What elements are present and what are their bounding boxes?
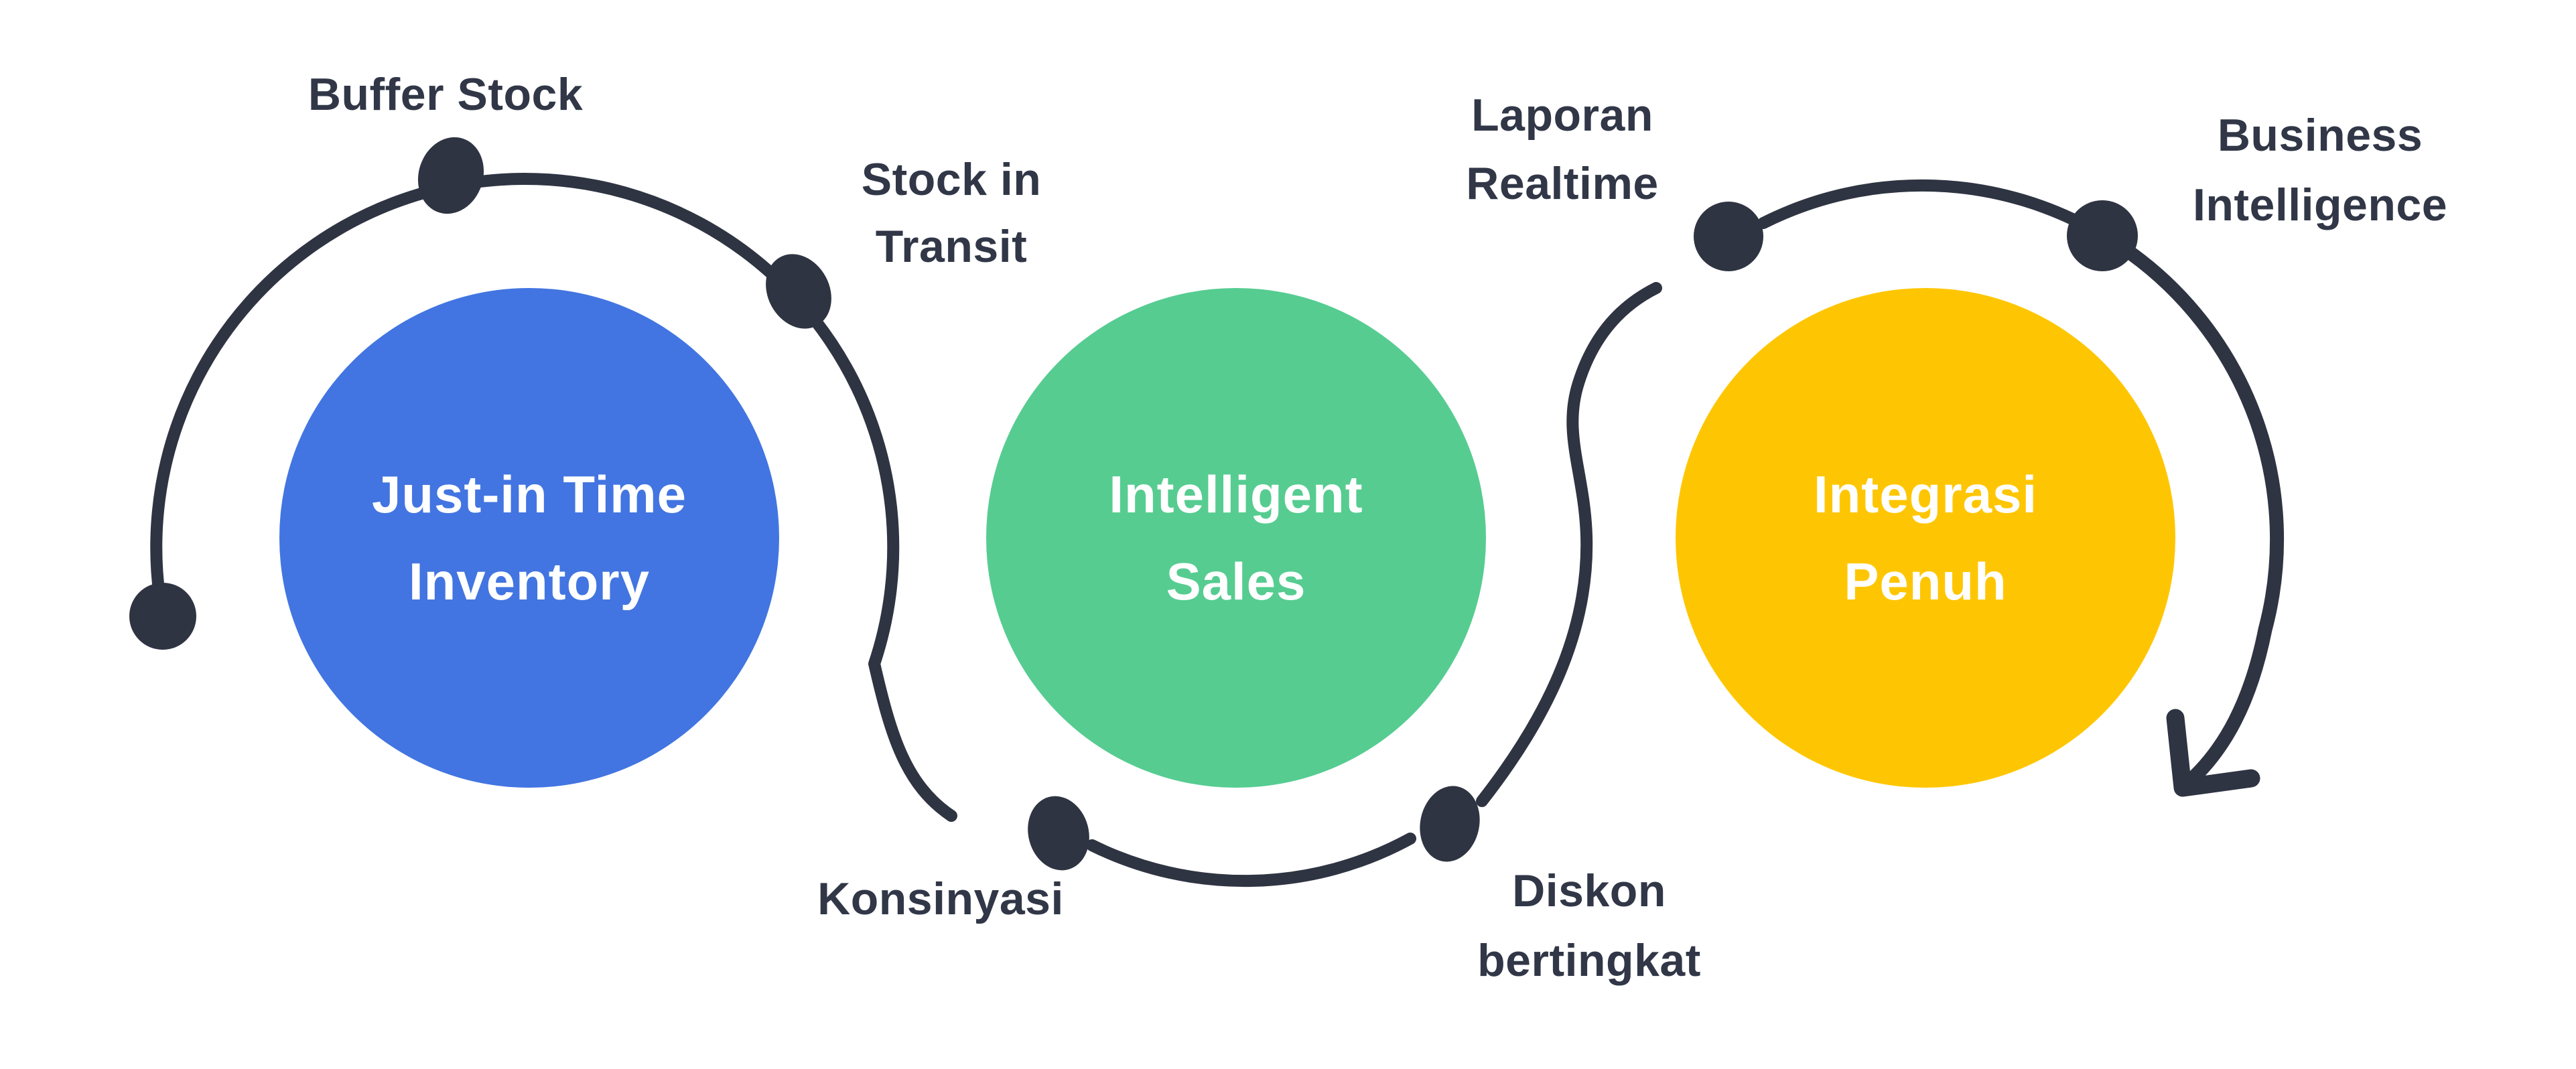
- flow-path-s-curve-stage2-to-3: [1476, 282, 1662, 807]
- stage-label-just-in-time-line2: Inventory: [409, 552, 650, 611]
- milestone-label-business-intelligence-line2: Intelligence: [2193, 180, 2447, 230]
- milestone-label-laporan-realtime-line1: Laporan: [1471, 90, 1653, 141]
- milestone-dot-laporan-realtime: [1694, 202, 1763, 271]
- stage-circle-integrasi-penuh: [1676, 288, 2175, 788]
- milestone-dot-konsinyasi: [1028, 796, 1089, 871]
- stage-label-just-in-time-line1: Just-in Time: [372, 465, 687, 524]
- stage-label-integrasi-penuh-line2: Penuh: [1844, 552, 2007, 611]
- flow-path-over-stage3: [1757, 179, 2110, 242]
- milestone-label-konsinyasi: Konsinyasi: [817, 873, 1064, 924]
- milestone-dots-group: [129, 137, 2138, 871]
- stage-circles-group: [279, 288, 2175, 788]
- flow-path-final-descent: [2118, 242, 2285, 792]
- flow-path-under-stage2: [1086, 833, 1416, 887]
- path-start-dot: [129, 583, 196, 650]
- milestone-label-diskon-bertingkat-line1: Diskon: [1512, 865, 1666, 916]
- milestone-label-diskon-bertingkat-line2: bertingkat: [1477, 935, 1701, 986]
- milestone-label-laporan-realtime-line2: Realtime: [1466, 158, 1658, 209]
- milestone-dot-diskon-bertingkat: [1420, 786, 1480, 862]
- milestone-label-stock-in-transit-line2: Transit: [876, 221, 1027, 272]
- milestone-dot-business-intelligence: [2067, 200, 2138, 271]
- milestone-label-buffer-stock: Buffer Stock: [308, 69, 583, 120]
- milestone-labels-group: Buffer Stock Stock in Transit Konsinyasi…: [308, 69, 2447, 986]
- flow-path-loop-stage1: [150, 173, 957, 822]
- milestone-label-business-intelligence-line1: Business: [2218, 110, 2423, 161]
- stage-labels-group: Just-in Time Inventory Intelligent Sales…: [372, 465, 2037, 611]
- stage-circle-intelligent-sales: [986, 288, 1486, 788]
- milestone-dot-stock-in-transit: [766, 254, 831, 329]
- milestone-dot-buffer-stock: [417, 137, 484, 214]
- stage-label-intelligent-sales-line1: Intelligent: [1109, 465, 1363, 524]
- milestone-label-stock-in-transit-line1: Stock in: [862, 154, 1042, 205]
- stage-label-integrasi-penuh-line1: Integrasi: [1814, 465, 2037, 524]
- arrowhead-icon: [2166, 709, 2260, 797]
- stage-label-intelligent-sales-line2: Sales: [1166, 552, 1306, 611]
- flow-path-group: [150, 173, 2285, 887]
- stage-circle-just-in-time-inventory: [279, 288, 779, 788]
